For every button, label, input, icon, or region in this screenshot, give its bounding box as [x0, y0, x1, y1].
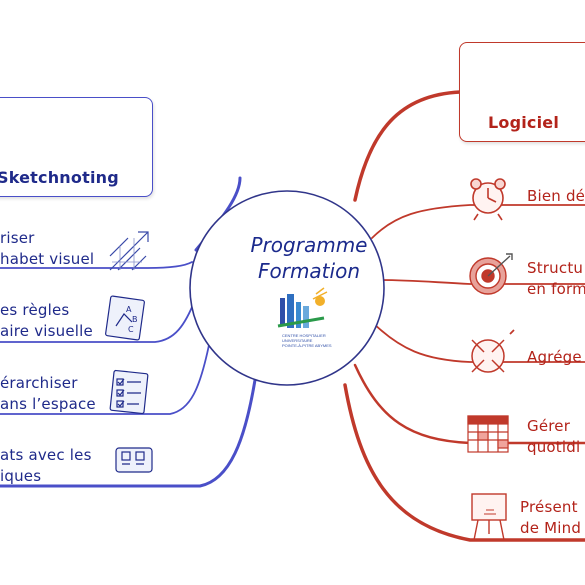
logiciel-node[interactable]: Logiciel: [459, 42, 585, 142]
logiciel-title: Logiciel: [488, 113, 560, 132]
left-item-2-line-1[interactable]: es règles: [0, 301, 70, 319]
logo-text-line-2: UNIVERSITAIRE: [282, 338, 313, 343]
right-item-4-line-2[interactable]: quotidi: [527, 438, 581, 456]
connector-center-to-right-item-2: [379, 279, 585, 285]
chu-logo: CENTRE HOSPITALIER UNIVERSITAIRE POINTE-…: [277, 287, 332, 348]
converge-arrows-icon: [471, 329, 515, 373]
right-connectors: [343, 90, 585, 542]
right-item-5-line-1[interactable]: Présent: [520, 498, 578, 516]
connector-center-to-logiciel: [353, 90, 462, 202]
svg-text:A: A: [126, 305, 132, 314]
connector-center-to-left-item-3: [0, 339, 211, 415]
connector-center-to-right-item-1: [371, 204, 585, 239]
target-icon: [469, 253, 513, 295]
left-item-1-line-1[interactable]: riser: [0, 229, 35, 247]
sketchnoting-title: Sketchnoting: [0, 168, 119, 187]
left-item-4-line-1[interactable]: ats avec les: [0, 446, 92, 464]
center-title-line-2: Formation: [257, 259, 360, 283]
connector-center-to-left-item-4: [0, 378, 257, 488]
connector-center-to-right-item-3: [369, 319, 585, 363]
right-item-4-line-1[interactable]: Gérer: [527, 417, 571, 435]
left-item-1-line-2[interactable]: habet visuel: [0, 250, 95, 268]
right-item-1-line-1[interactable]: Bien dé: [527, 187, 585, 205]
left-item-2-line-2[interactable]: aire visuelle: [0, 322, 93, 340]
connector-center-to-left-item-1: [0, 261, 193, 269]
diagram-card-icon: A B C: [105, 295, 145, 341]
right-item-2-line-2[interactable]: en form: [527, 280, 585, 298]
right-item-3-line-1[interactable]: Agrége: [527, 348, 582, 366]
logo-text-line-3: POINTE-À-PITRE ABYMES: [282, 343, 332, 348]
connector-center-to-right-item-5: [343, 383, 585, 542]
left-item-3-line-1[interactable]: érarchiser: [0, 374, 78, 392]
center-title: Programme Formation: [224, 232, 394, 284]
checklist-icon: [109, 369, 149, 415]
connector-center-to-right-item-4: [353, 363, 585, 445]
sketchnoting-node[interactable]: Sketchnoting: [0, 97, 153, 197]
calendar-icon: [467, 415, 509, 453]
right-item-5-line-2[interactable]: de Mind: [520, 519, 582, 537]
right-item-2-line-1[interactable]: Structu: [527, 259, 584, 277]
arrows-grid-icon: [109, 231, 149, 271]
center-node-circle: [189, 190, 385, 386]
left-item-3-line-2[interactable]: ans l’espace: [0, 395, 96, 413]
logo-text-line-1: CENTRE HOSPITALIER: [282, 333, 326, 338]
left-item-4-line-2[interactable]: iques: [0, 467, 42, 485]
svg-text:C: C: [128, 325, 134, 334]
center-title-line-1: Programme: [250, 233, 368, 257]
alarm-clock-icon: [470, 178, 506, 221]
printer-icon: [115, 447, 153, 473]
easel-icon: [471, 493, 507, 541]
svg-text:B: B: [132, 315, 138, 324]
